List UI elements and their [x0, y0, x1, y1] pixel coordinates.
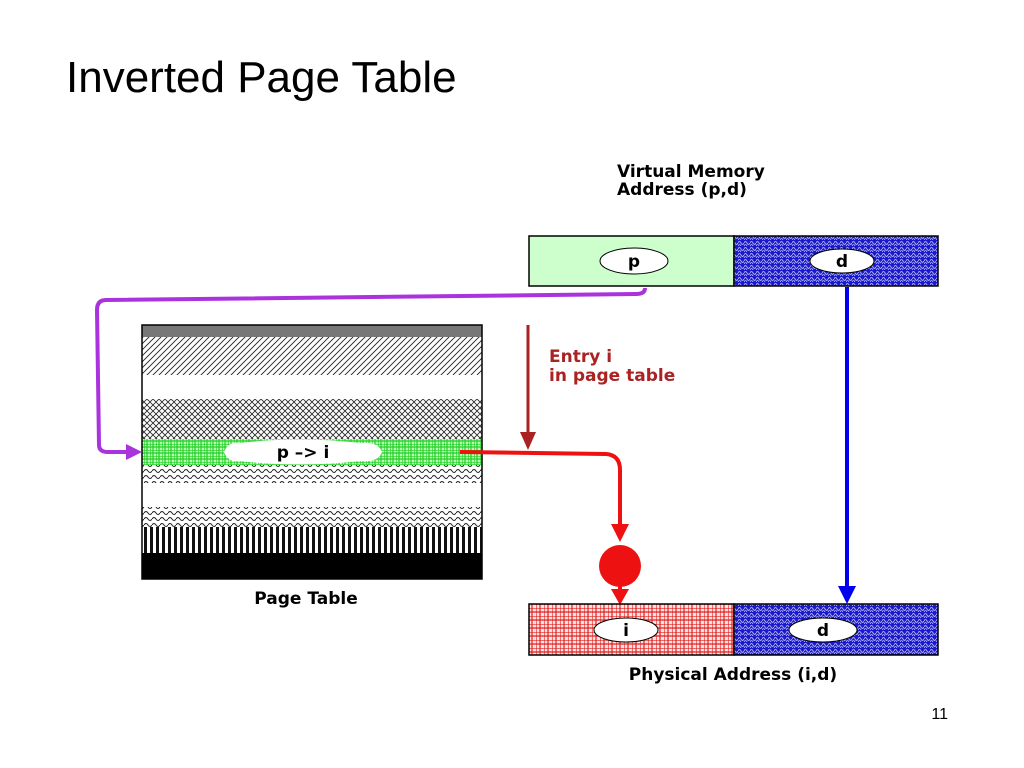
- physical-offset-label: d: [817, 621, 829, 641]
- slide-number: 11: [931, 706, 948, 723]
- frame-arrow: [459, 450, 622, 525]
- slide-title: Inverted Page Table: [66, 53, 457, 102]
- page-table: p –> i: [141, 324, 483, 580]
- page-lookup-arrowhead: [126, 444, 142, 460]
- page-number-oval: [599, 247, 669, 275]
- physical-address-label: Physical Address (i,d): [629, 665, 837, 685]
- frame-arrowhead-upper: [611, 524, 629, 542]
- physical-offset-oval: [788, 617, 858, 643]
- entry-label-line1: Entry i: [549, 347, 612, 367]
- frame-number-label: i: [623, 621, 629, 641]
- page-number-label: p: [628, 252, 640, 272]
- frame-arrowhead-lower: [611, 589, 629, 605]
- page-table-caption: Page Table: [254, 589, 358, 609]
- table-entry-label: p –> i: [277, 443, 330, 463]
- offset-label: d: [836, 252, 848, 272]
- entry-label-line2: in page table: [549, 366, 675, 386]
- frame-junction-dot: [599, 545, 641, 587]
- offset-oval: [809, 248, 875, 274]
- virtual-address-label-line2: Address (p,d): [617, 180, 747, 200]
- virtual-address-label-line1: Virtual Memory: [617, 162, 765, 182]
- virtual-address-register: p d: [528, 235, 939, 287]
- table-entry-bubble: [224, 439, 382, 465]
- entry-arrowhead: [520, 432, 536, 450]
- physical-address-register: i d: [528, 603, 939, 656]
- frame-number-oval: [593, 617, 659, 643]
- page-lookup-arrow: [94, 287, 647, 454]
- offset-arrowhead: [838, 586, 856, 604]
